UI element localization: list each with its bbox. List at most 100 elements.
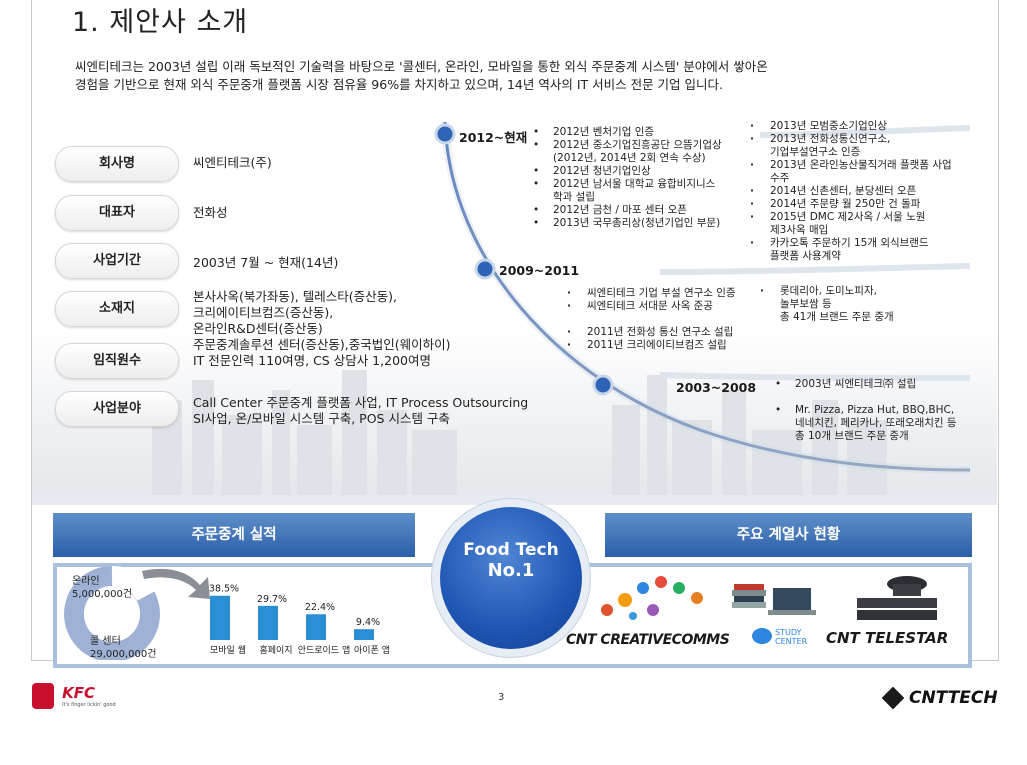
list-item-text: 총 10개 브랜드 주문 중개: [795, 430, 909, 442]
kfc-wordmark: KFC: [62, 684, 95, 702]
logo-line: STUDY: [775, 628, 802, 637]
list-item-text: 플랫폼 사용계약: [770, 250, 841, 262]
list-item: 기업부설연구소 인증: [748, 146, 988, 159]
cnt-wordmark: CNTTECH: [909, 688, 998, 708]
list-item: 학과 설립: [531, 191, 751, 204]
list-item: 2012년 금천 / 마포 센터 오픈: [531, 204, 751, 217]
list-item: (2012년, 2014년 2회 연속 수상): [531, 152, 751, 165]
logo-line: CENTER: [775, 637, 808, 646]
list-item: 2013년 모범중소기업인상: [748, 120, 988, 133]
value-business: Call Center 주문중계 플랫폼 사업, IT Process Outs…: [193, 395, 553, 427]
list-item: 총 41개 브랜드 주문 중개: [758, 311, 958, 324]
bar-value-label: 29.7%: [257, 594, 287, 605]
list-item-text: 기업부설연구소 인증: [770, 146, 861, 158]
kfc-colonel-icon: [32, 683, 54, 709]
intro-line: 경험을 기반으로 현재 외식 주문중개 플랫폼 시장 점유율 96%를 차지하고…: [75, 77, 724, 92]
list-2009-left: 씨엔티테크 기업 부설 연구소 인증 씨엔티테크 서대문 사옥 준공 2011년…: [565, 287, 775, 352]
value-line: 크리에이티브컴즈(증산동),: [193, 305, 334, 320]
list-2009-right: 롯데리아, 도미노피자, 놀부보쌈 등 총 41개 브랜드 주문 중개: [758, 285, 958, 324]
list-2012-right: 2013년 모범중소기업인상 2013년 전화성통신연구소, 기업부설연구소 인…: [748, 120, 988, 263]
list-item: 2011년 크리에이티브컴즈 설립: [565, 339, 775, 352]
badge-line: Food Tech: [463, 540, 559, 560]
intro-line: 씨엔티테크는 2003년 설립 이래 독보적인 기술력을 바탕으로 '콜센터, …: [75, 59, 768, 74]
food-tech-badge: Food Tech No.1: [440, 507, 582, 649]
list-item: 2014년 주문량 월 250만 건 돌파: [748, 198, 988, 211]
value-line: 본사사옥(북가좌동), 텔레스타(증산동),: [193, 289, 397, 304]
list-item-text: 수주: [770, 172, 790, 184]
list-item: 롯데리아, 도미노피자,: [758, 285, 958, 298]
node-2009: [474, 258, 496, 280]
logo-study-center: STUDY CENTER: [775, 628, 807, 646]
logo-telestar: CNT TELESTAR: [826, 629, 949, 647]
kfc-logo: KFC It's finger lickin' good: [32, 683, 116, 709]
period-label-2003: 2003~2008: [676, 380, 757, 395]
list-item: 2012년 남서울 대학교 융합비지니스: [531, 178, 751, 191]
list-item: 2013년 온라인농산물직거래 플랫폼 사업: [748, 159, 988, 172]
node-2003: [592, 374, 614, 396]
list-item-text: 학과 설립: [553, 191, 595, 203]
label-employees: 임직원수: [55, 343, 179, 379]
books-laptop-graphic: [732, 584, 816, 615]
value-line: SI사업, 온/모바일 시스템 구축, POS 시스템 구축: [193, 411, 450, 426]
label-location: 소재지: [55, 291, 179, 327]
value-company: 씨엔티테크(주): [193, 155, 533, 171]
telephone-server-graphic: [857, 576, 937, 620]
list-item: 제3사옥 매입: [748, 224, 988, 237]
donut-online-slice: [111, 566, 155, 602]
list-item: 2014년 신촌센터, 분당센터 오픈: [748, 185, 988, 198]
banner-order-results: 주문중계 실적: [53, 513, 415, 557]
bar-category-label: 아이폰 앱: [354, 644, 390, 656]
arrow-graphic: [142, 568, 210, 599]
bar-category-label: 홈페이지: [259, 644, 292, 656]
value-line: 주문중계솔루션 센터(증산동),중국법인(웨이하이): [193, 337, 451, 352]
bar-value-label: 9.4%: [356, 617, 380, 628]
list-2003: 2003년 씨엔티테크㈜ 설립 Mr. Pizza, Pizza Hut, BB…: [773, 378, 983, 443]
value-line: IT 전문인력 110여명, CS 상담사 1,200여명: [193, 353, 431, 368]
donut-chart: [64, 566, 160, 660]
social-icons-graphic: [601, 576, 703, 620]
list-item: 2013년 전화성통신연구소,: [748, 133, 988, 146]
logo-creativecomms: CNT CREATIVECOMMS: [566, 632, 730, 648]
period-label-2009: 2009~2011: [499, 263, 580, 278]
value-line: Call Center 주문중계 플랫폼 사업, IT Process Outs…: [193, 395, 529, 410]
label-ceo: 대표자: [55, 195, 179, 231]
list-item: 씨엔티테크 서대문 사옥 준공: [565, 300, 775, 313]
donut-online-value: 5,000,000건: [72, 589, 133, 600]
study-center-icon: [752, 628, 772, 644]
bar: [354, 629, 374, 640]
label-period: 사업기간: [55, 243, 179, 279]
list-item: 씨엔티테크 기업 부설 연구소 인증: [565, 287, 775, 300]
value-period: 2003년 7월 ~ 현재(14년): [193, 255, 533, 271]
badge-line: No.1: [487, 560, 535, 581]
value-line: 씨엔티테크(주): [193, 155, 272, 170]
value-employees: IT 전문인력 110여명, CS 상담사 1,200여명: [193, 353, 533, 369]
banner-affiliates: 주요 계열사 현황: [605, 513, 972, 557]
bar: [258, 605, 278, 640]
value-ceo: 전화성: [193, 205, 533, 221]
list-item-text: 놀부보쌈 등: [780, 298, 832, 310]
list-item: 카카오톡 주문하기 15개 외식브랜드: [748, 237, 988, 250]
value-line: 온라인R&D센터(증산동): [193, 321, 323, 336]
bar-category-label: 모바일 웹: [210, 645, 246, 656]
list-item: 네네치킨, 페리카나, 또래오래치킨 등: [773, 417, 983, 430]
label-business: 사업분야: [55, 391, 179, 427]
list-item: 2012년 중소기업진흥공단 으뜸기업상: [531, 139, 751, 152]
cnt-diamond-icon: [881, 686, 905, 710]
value-line: 2003년 7월 ~ 현재(14년): [193, 255, 339, 270]
period-label-2012: 2012~현재: [459, 130, 528, 145]
list-item: 수주: [748, 172, 988, 185]
page-number: 3: [498, 692, 505, 703]
list-item: 2003년 씨엔티테크㈜ 설립: [773, 378, 983, 391]
list-item-text: 네네치킨, 페리카나, 또래오래치킨 등: [795, 417, 957, 429]
label-company: 회사명: [55, 146, 179, 182]
list-item-text: (2012년, 2014년 2회 연속 수상): [553, 152, 706, 164]
list-item-text: 총 41개 브랜드 주문 중개: [780, 311, 894, 323]
value-line: 전화성: [193, 205, 228, 220]
donut-online-label: 온라인: [72, 576, 100, 587]
bar: [210, 595, 230, 640]
cnt-tech-logo: CNTTECH: [881, 686, 998, 710]
list-item: 총 10개 브랜드 주문 중개: [773, 430, 983, 443]
list-item: 플랫폼 사용계약: [748, 250, 988, 263]
